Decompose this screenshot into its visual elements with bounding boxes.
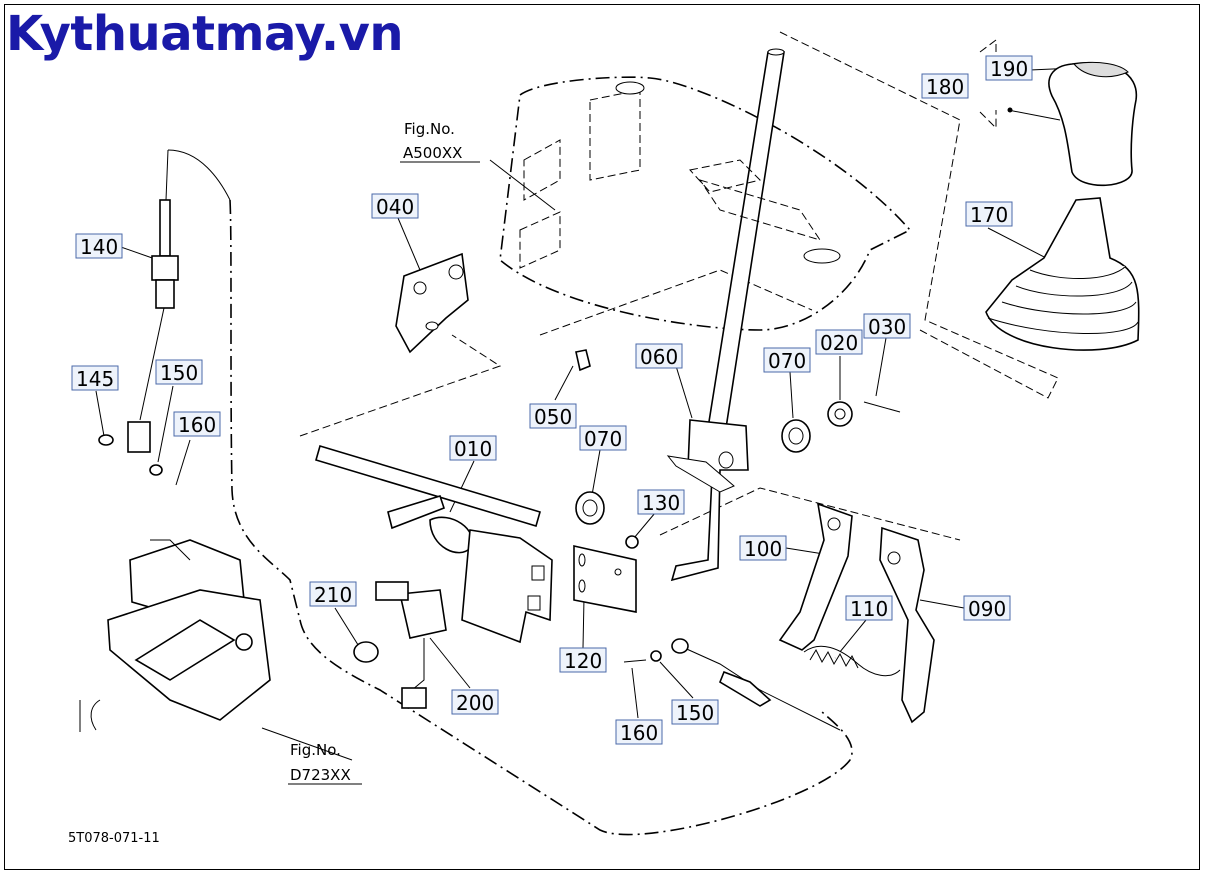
bushings xyxy=(575,349,901,549)
callout-box xyxy=(559,647,607,673)
callout-number: 060 xyxy=(640,345,678,369)
callout-number: 145 xyxy=(76,367,114,391)
callout-number: 070 xyxy=(768,349,806,373)
callout-c070a: 070 xyxy=(763,347,811,373)
callout-c210: 210 xyxy=(309,581,357,607)
callout-box xyxy=(965,201,1013,227)
callout-number: 150 xyxy=(676,701,714,725)
callout-c200: 200 xyxy=(451,689,499,715)
callout-box xyxy=(371,193,419,219)
callout-number: 200 xyxy=(456,691,494,715)
callout-c150a: 150 xyxy=(155,359,203,385)
ref-d723-number: D723XX xyxy=(290,766,351,784)
transmission-assembly xyxy=(79,149,271,732)
callout-c110: 110 xyxy=(845,595,893,621)
callout-c040: 040 xyxy=(371,193,419,219)
callout-box xyxy=(845,595,893,621)
diagram-frame xyxy=(4,4,1200,870)
brand-watermark: Kythuatmay.vn xyxy=(6,6,404,62)
callout-box xyxy=(637,489,685,515)
callout-c090: 090 xyxy=(963,595,1011,621)
callout-number: 210 xyxy=(314,583,352,607)
callout-box xyxy=(671,699,719,725)
callout-number: 040 xyxy=(376,195,414,219)
callout-box xyxy=(963,595,1011,621)
reference-a500: Fig.No. A500XX xyxy=(403,120,462,162)
reference-d723: Fig.No. D723XX xyxy=(290,741,351,784)
callout-c020: 020 xyxy=(815,329,863,355)
callout-c100: 100 xyxy=(739,535,787,561)
callout-number: 130 xyxy=(642,491,680,515)
callout-box xyxy=(173,411,221,437)
callout-box xyxy=(985,55,1033,81)
callout-number: 120 xyxy=(564,649,602,673)
control-cable xyxy=(623,638,841,731)
callout-number: 160 xyxy=(178,413,216,437)
callout-c140: 140 xyxy=(75,233,123,259)
callout-box xyxy=(921,73,969,99)
callout-number: 150 xyxy=(160,361,198,385)
ref-d723-label: Fig.No. xyxy=(290,741,341,759)
callout-c190: 190 xyxy=(985,55,1033,81)
switch-plate xyxy=(573,544,637,613)
dash-dot-paths xyxy=(229,31,1059,836)
figure-code: 5T078-071-11 xyxy=(68,831,160,846)
callout-number: 190 xyxy=(990,57,1028,81)
callout-c130: 130 xyxy=(637,489,685,515)
callout-c120: 120 xyxy=(559,647,607,673)
callout-number: 070 xyxy=(584,427,622,451)
mount-plate xyxy=(395,252,469,354)
callout-number: 010 xyxy=(454,437,492,461)
callout-c150b: 150 xyxy=(671,699,719,725)
callout-box xyxy=(615,719,663,745)
callout-number: 160 xyxy=(620,721,658,745)
callout-box xyxy=(529,403,577,429)
console-outline xyxy=(519,81,841,269)
callout-box xyxy=(739,535,787,561)
ref-a500-label: Fig.No. xyxy=(404,120,455,138)
ref-a500-number: A500XX xyxy=(403,144,462,162)
callout-c160b: 160 xyxy=(615,719,663,745)
callout-c050: 050 xyxy=(529,403,577,429)
shift-boot xyxy=(985,197,1140,351)
callout-number: 180 xyxy=(926,75,964,99)
callout-number: 050 xyxy=(534,405,572,429)
callout-number: 140 xyxy=(80,235,118,259)
callout-number: 020 xyxy=(820,331,858,355)
callout-box xyxy=(635,343,683,369)
shift-knob xyxy=(1007,61,1138,187)
callout-c010: 010 xyxy=(449,435,497,461)
linkage-levers xyxy=(778,502,935,724)
callout-c180: 180 xyxy=(921,73,969,99)
callout-box xyxy=(449,435,497,461)
callout-box xyxy=(155,359,203,385)
neutral-switch xyxy=(353,581,447,709)
callout-c070b: 070 xyxy=(579,425,627,451)
callout-c145: 145 xyxy=(71,365,119,391)
callout-box xyxy=(815,329,863,355)
callout-c170: 170 xyxy=(965,201,1013,227)
callout-box xyxy=(309,581,357,607)
callout-labels: 190 180 170 140 040 145 150 160 060 070 020 030 050 0… xyxy=(71,55,1033,745)
callout-box xyxy=(579,425,627,451)
shift-lever xyxy=(666,48,785,582)
callout-box xyxy=(451,689,499,715)
callout-number: 110 xyxy=(850,597,888,621)
callout-number: 090 xyxy=(968,597,1006,621)
callout-box xyxy=(71,365,119,391)
callout-number: 030 xyxy=(868,315,906,339)
callout-box xyxy=(863,313,911,339)
callout-box xyxy=(763,347,811,373)
callout-c160a: 160 xyxy=(173,411,221,437)
callout-c060: 060 xyxy=(635,343,683,369)
shift-shaft xyxy=(315,445,553,644)
callout-c030: 030 xyxy=(863,313,911,339)
callout-number: 100 xyxy=(744,537,782,561)
callout-box xyxy=(75,233,123,259)
callout-number: 170 xyxy=(970,203,1008,227)
